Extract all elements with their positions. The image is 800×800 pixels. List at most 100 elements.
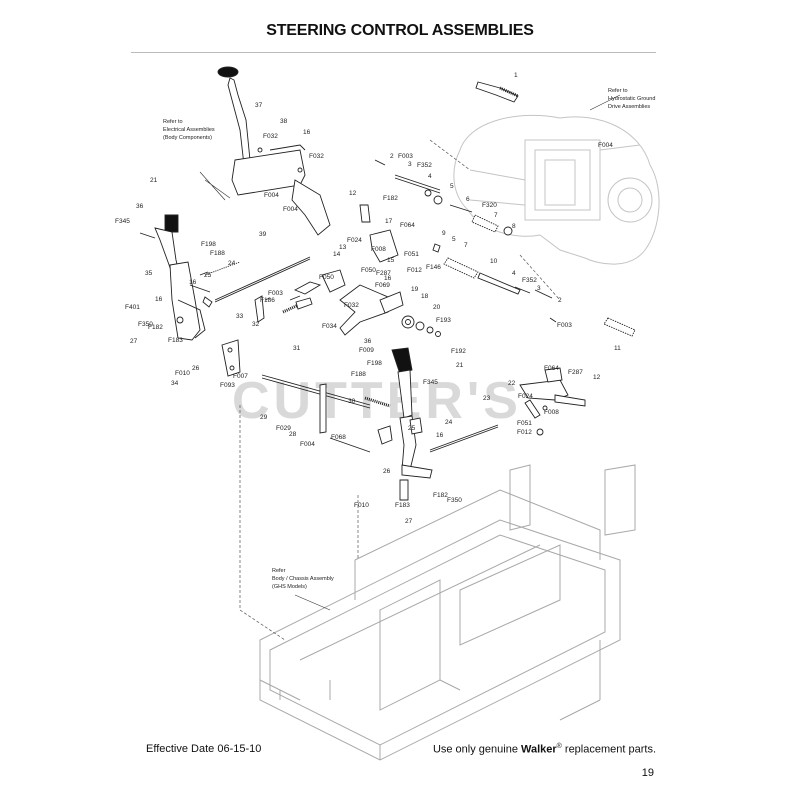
callout: 19 [411,286,419,293]
title-rule [131,52,656,53]
callout: F287 [376,270,391,277]
callout: 36 [136,203,144,210]
callout: F050 [319,274,334,281]
callout: F287 [568,369,583,376]
callout: 2 [390,153,394,160]
callout: F010 [175,370,190,377]
note-chassis: Refer Body / Chassis Assembly (GHS Model… [272,568,334,590]
callout: 3 [537,285,541,292]
callout: F093 [220,382,235,389]
middle-lever-assembly [293,204,441,337]
callout: 8 [512,223,516,230]
callout: 14 [333,251,341,258]
callout: 4 [428,173,432,180]
callout: F188 [210,250,225,257]
callout: F198 [201,241,216,248]
callout: F401 [125,304,140,311]
callout: F012 [517,429,532,436]
callout: F024 [347,237,362,244]
callout: 7 [464,242,468,249]
callout: 39 [259,231,267,238]
control-lever-37 [217,66,331,236]
brand-name: Walker [521,743,557,756]
callout: 18 [421,293,429,300]
callout: 9 [442,230,446,237]
callout: F003 [557,322,572,329]
callout: F032 [344,302,359,309]
callout: 4 [512,270,516,277]
callout: 11 [614,345,621,352]
note-electrical: Refer to Electrical Assemblies (Body Com… [163,119,215,141]
callout: 13 [339,244,347,251]
callout: 38 [280,118,288,125]
callout: 22 [508,380,516,387]
callout: F320 [482,202,497,209]
callout: F010 [354,502,369,509]
callout: F183 [168,337,183,344]
callout: F050 [361,267,376,274]
callout: 24 [445,419,453,426]
callout: 37 [255,102,263,109]
callout: 5 [450,183,454,190]
svg-text:Drive Assemblies: Drive Assemblies [608,104,650,110]
callout: 28 [289,431,297,438]
upper-right-linkage [374,81,636,337]
callout: 2 [558,297,562,304]
callout: F029 [276,425,291,432]
callout: 36 [364,338,372,345]
callout: 27 [405,518,413,525]
callout: F003 [398,153,413,160]
svg-text:(Body Components): (Body Components) [163,135,212,141]
callout: 10 [490,258,498,265]
footer-notice: Use only genuine Walker® replacement par… [432,743,656,756]
callout: F182 [433,492,448,499]
callout: F352 [417,162,432,169]
callout: F051 [517,420,532,427]
callout: F012 [407,267,422,274]
callout: F345 [423,379,438,386]
callout: F352 [522,277,537,284]
callout: 24 [228,260,236,267]
center-lever-assembly [377,347,433,501]
callout: F146 [426,264,441,271]
callout: F051 [404,251,419,258]
callout: F182 [148,324,163,331]
callout: F345 [115,218,130,225]
hydrostatic-drive-outline [453,114,660,265]
callout: 21 [150,177,158,184]
callout: F198 [367,360,382,367]
callout: F004 [283,206,298,213]
callout: 25 [204,272,212,279]
callout: 23 [483,395,491,402]
callout: F069 [375,282,390,289]
callout: 5 [452,236,456,243]
callout: F192 [451,348,466,355]
callout: F064 [400,222,415,229]
chassis-frame-outline [259,464,636,761]
callout: 7 [494,212,498,219]
callout: F188 [351,371,366,378]
callout: 29 [260,414,268,421]
callout: F350 [447,497,462,504]
svg-text:Electrical Assemblies: Electrical Assemblies [163,127,215,133]
svg-text:Refer to: Refer to [608,88,628,94]
callout: 35 [145,270,153,277]
callout: F034 [322,323,337,330]
callout: F183 [395,502,410,509]
callout: 16 [436,432,444,439]
callout: F008 [371,246,386,253]
callout: F009 [359,347,374,354]
svg-text:Hydrostatic Ground: Hydrostatic Ground [608,96,655,102]
callout: 16 [155,296,163,303]
callout: 31 [293,345,301,352]
callout: F004 [264,192,279,199]
callout: 16 [384,275,392,282]
lower-left-bracket [221,295,271,377]
callout-labels: 37 38 F032 16 F032 F004 F004 21 36 F345 … [115,72,621,525]
callout: 21 [456,362,464,369]
callout: 15 [387,257,395,264]
callout: 33 [236,313,244,320]
callout: F004 [598,142,613,149]
svg-text:Body / Chassis Assembly: Body / Chassis Assembly [272,576,334,582]
